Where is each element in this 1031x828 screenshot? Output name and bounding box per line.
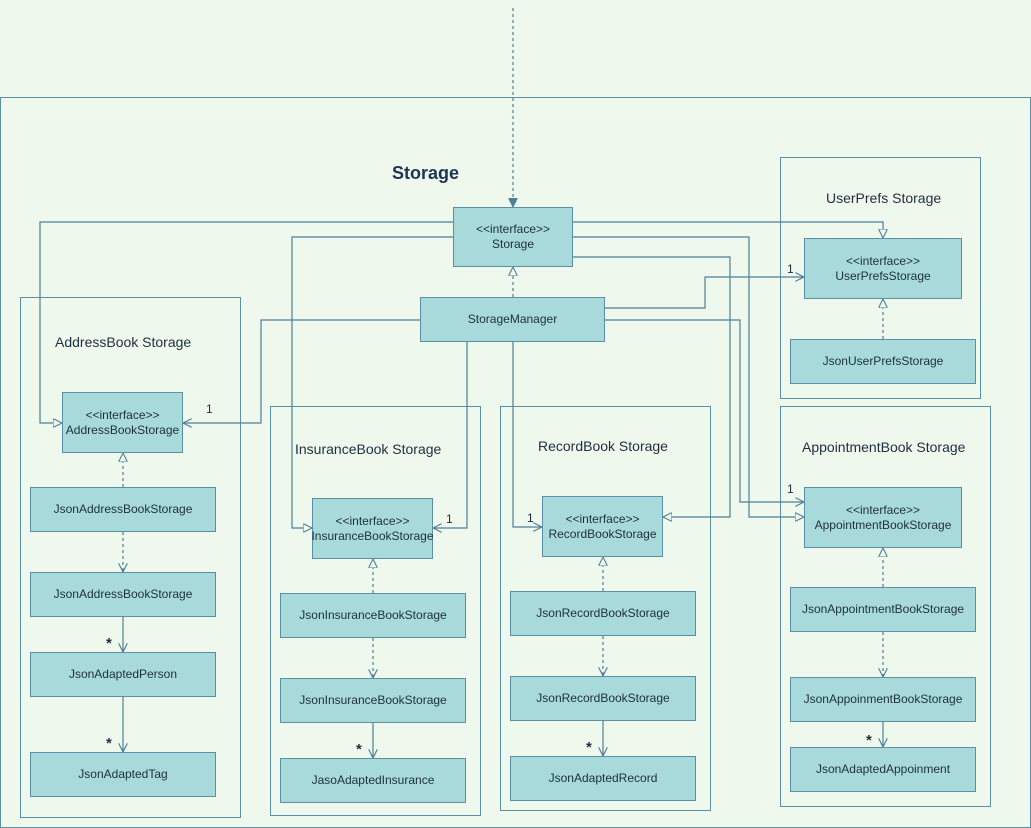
class-name: JsonRecordBookStorage: [536, 606, 670, 620]
userprefs-storage-title: UserPrefs Storage: [826, 190, 942, 206]
class-name: JsonAdaptedPerson: [68, 667, 178, 681]
class-name: StorageManager: [467, 312, 558, 326]
multiplicity-recordbook: 1: [527, 511, 534, 525]
class-name: JsonRecordBookStorage: [536, 691, 670, 705]
storage-interface-box[interactable]: <<interface>> Storage: [453, 207, 573, 267]
class-name: AppointmentBookStorage: [814, 517, 952, 532]
class-name: JsonAdaptedAppoinment: [815, 762, 951, 776]
jsonadaptedappoinment-box[interactable]: JsonAdaptedAppoinment: [790, 747, 976, 792]
insurancebookstorage-interface-box[interactable]: <<interface>> InsuranceBookStorage: [311, 498, 434, 559]
jsonadaptedperson-box[interactable]: JsonAdaptedPerson: [30, 652, 216, 697]
jsonappointmentbookstorage-box[interactable]: JsonAppointmentBookStorage: [790, 587, 976, 632]
stereotype-label: <<interface>>: [85, 407, 160, 422]
class-name: JsonAppoinmentBookStorage: [803, 692, 963, 706]
jasoadaptedinsurance-box[interactable]: JasoAdaptedInsurance: [280, 758, 466, 803]
class-name: UserPrefsStorage: [835, 268, 931, 283]
multiplicity-many-appoinment: *: [866, 732, 872, 749]
class-name: RecordBookStorage: [548, 526, 657, 541]
addressbook-storage-frame: [20, 297, 241, 818]
class-name: JsonUserPrefsStorage: [822, 354, 944, 368]
insurancebook-storage-title: InsuranceBook Storage: [295, 441, 442, 457]
jsonappoinmentbookstorage-box[interactable]: JsonAppoinmentBookStorage: [790, 677, 976, 722]
class-name: JsonAddressBookStorage: [53, 587, 193, 601]
storage-extends-addressbookstorage: [39, 221, 453, 423]
manager-to-insurancebookstorage: [433, 342, 468, 528]
class-name: AddressBookStorage: [65, 422, 180, 437]
recordbook-storage-frame: [500, 406, 711, 811]
class-name: JsonAppointmentBookStorage: [801, 602, 965, 616]
recordbook-storage-title: RecordBook Storage: [538, 438, 668, 454]
multiplicity-many-insurance: *: [356, 741, 362, 758]
storagemanager-box[interactable]: StorageManager: [420, 297, 605, 342]
multiplicity-addressbook: 1: [206, 402, 213, 416]
jsonaddressbookstorage-box-1[interactable]: JsonAddressBookStorage: [30, 487, 216, 532]
multiplicity-userprefs: 1: [787, 262, 794, 276]
recordbookstorage-interface-box[interactable]: <<interface>> RecordBookStorage: [542, 496, 663, 557]
stereotype-label: <<interface>>: [335, 513, 410, 528]
stereotype-label: <<interface>>: [565, 511, 640, 526]
userprefs-storage-frame: [780, 157, 981, 399]
class-name: JsonAddressBookStorage: [53, 502, 193, 516]
appointmentbook-storage-frame: [780, 406, 991, 807]
class-name: InsuranceBookStorage: [311, 528, 434, 543]
jsoninsurancebookstorage-box-2[interactable]: JsonInsuranceBookStorage: [280, 678, 466, 723]
multiplicity-insurancebook: 1: [446, 512, 453, 526]
storage-extends-insurancebookstorage: [291, 236, 453, 528]
jsoninsurancebookstorage-box-1[interactable]: JsonInsuranceBookStorage: [280, 593, 466, 638]
userprefsstorage-interface-box[interactable]: <<interface>> UserPrefsStorage: [804, 238, 962, 299]
stereotype-label: <<interface>>: [475, 222, 551, 236]
storage-package-title: Storage: [392, 163, 460, 183]
manager-to-appointmentbookstorage: [605, 319, 804, 502]
jsonrecordbookstorage-box-1[interactable]: JsonRecordBookStorage: [510, 591, 696, 636]
class-name: JsonInsuranceBookStorage: [299, 693, 447, 707]
jsonuserprefsstorage-box[interactable]: JsonUserPrefsStorage: [790, 339, 976, 384]
stereotype-label: <<interface>>: [845, 253, 921, 268]
multiplicity-many-record: *: [586, 739, 592, 756]
jsonaddressbookstorage-box-2[interactable]: JsonAddressBookStorage: [30, 572, 216, 617]
class-name: JsonInsuranceBookStorage: [299, 608, 447, 622]
multiplicity-many-tag: *: [106, 735, 112, 752]
class-name: JsonAdaptedTag: [78, 767, 168, 781]
manager-to-recordbookstorage: [512, 342, 542, 527]
jsonrecordbookstorage-box-2[interactable]: JsonRecordBookStorage: [510, 676, 696, 721]
jsonadaptedtag-box[interactable]: JsonAdaptedTag: [30, 752, 216, 797]
class-name: JsonAdaptedRecord: [548, 771, 658, 785]
insurancebook-storage-frame: [270, 406, 481, 816]
storage-extends-userprefsstorage: [573, 221, 883, 238]
appointmentbookstorage-interface-box[interactable]: <<interface>> AppointmentBookStorage: [804, 487, 962, 548]
jsonadaptedrecord-box[interactable]: JsonAdaptedRecord: [510, 756, 696, 801]
class-name: JasoAdaptedInsurance: [311, 773, 435, 787]
appointmentbook-storage-title: AppointmentBook Storage: [802, 439, 966, 455]
storage-extends-appointmentbookstorage: [573, 236, 804, 517]
addressbook-storage-title: AddressBook Storage: [55, 334, 192, 350]
addressbookstorage-interface-box[interactable]: <<interface>> AddressBookStorage: [62, 392, 183, 453]
manager-to-userprefsstorage: [605, 277, 804, 309]
stereotype-label: <<interface>>: [845, 502, 921, 517]
multiplicity-many-person: *: [106, 635, 112, 652]
class-name: Storage: [491, 237, 535, 251]
manager-to-addressbookstorage: [183, 319, 420, 423]
multiplicity-appointmentbook: 1: [787, 482, 794, 496]
storage-extends-recordbookstorage: [573, 256, 731, 517]
